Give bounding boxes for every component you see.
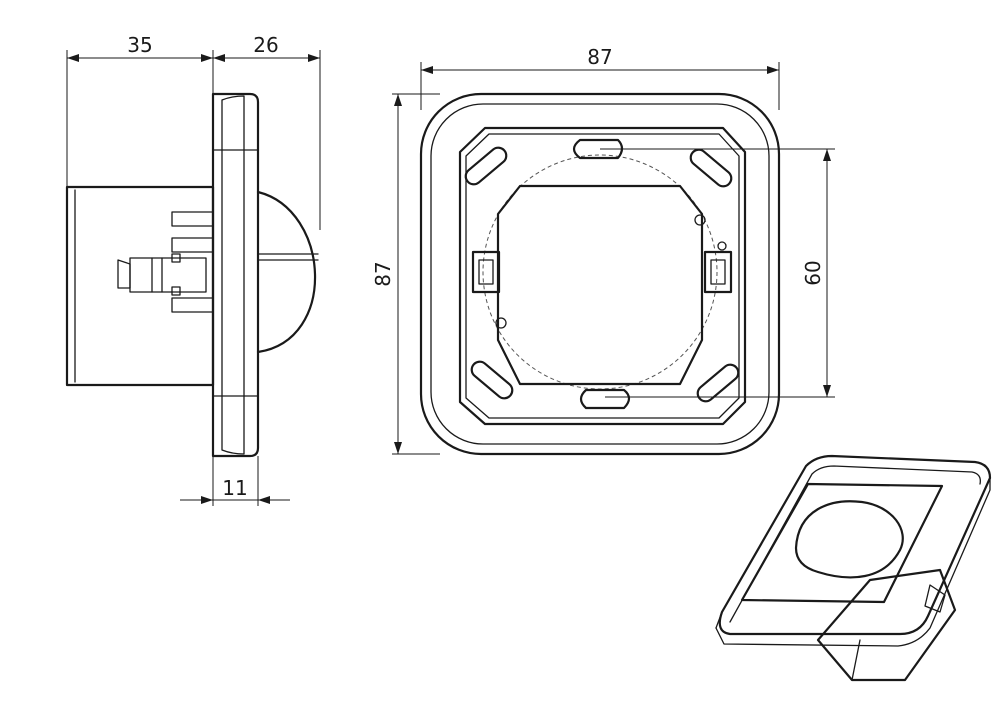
clip-right — [703, 250, 733, 294]
isometric-view — [715, 454, 992, 682]
side-view — [65, 92, 319, 458]
side-rear-body — [65, 185, 215, 387]
side-frame-profile — [211, 92, 260, 458]
slot-bottom-right — [696, 363, 740, 403]
slot-bottom — [579, 388, 631, 410]
side-lens-dome — [256, 190, 317, 354]
iso-inner-plate — [740, 482, 944, 604]
slot-top-right — [689, 148, 733, 188]
dim-label-hole-spacing: 60 — [801, 260, 825, 285]
slot-top — [572, 138, 624, 160]
dim-label-side-depth: 35 — [127, 33, 152, 57]
iso-rear-body — [816, 568, 957, 682]
iso-lens-dome — [794, 500, 904, 579]
dim-label-front-height: 87 — [371, 261, 395, 286]
front-outer-frame — [419, 92, 781, 456]
slot-bottom-left — [470, 360, 514, 400]
side-dimension-lines — [66, 50, 321, 506]
front-view — [419, 92, 781, 456]
dim-label-front-width: 87 — [587, 45, 612, 69]
slot-top-left — [464, 146, 508, 186]
dim-label-side-front: 26 — [253, 33, 278, 57]
front-dimension-lines — [392, 62, 835, 455]
front-sensor-opening — [496, 184, 704, 386]
dim-label-frame-thickness: 11 — [222, 476, 247, 500]
clip-left — [471, 250, 501, 294]
front-mounting-plate — [458, 126, 747, 426]
